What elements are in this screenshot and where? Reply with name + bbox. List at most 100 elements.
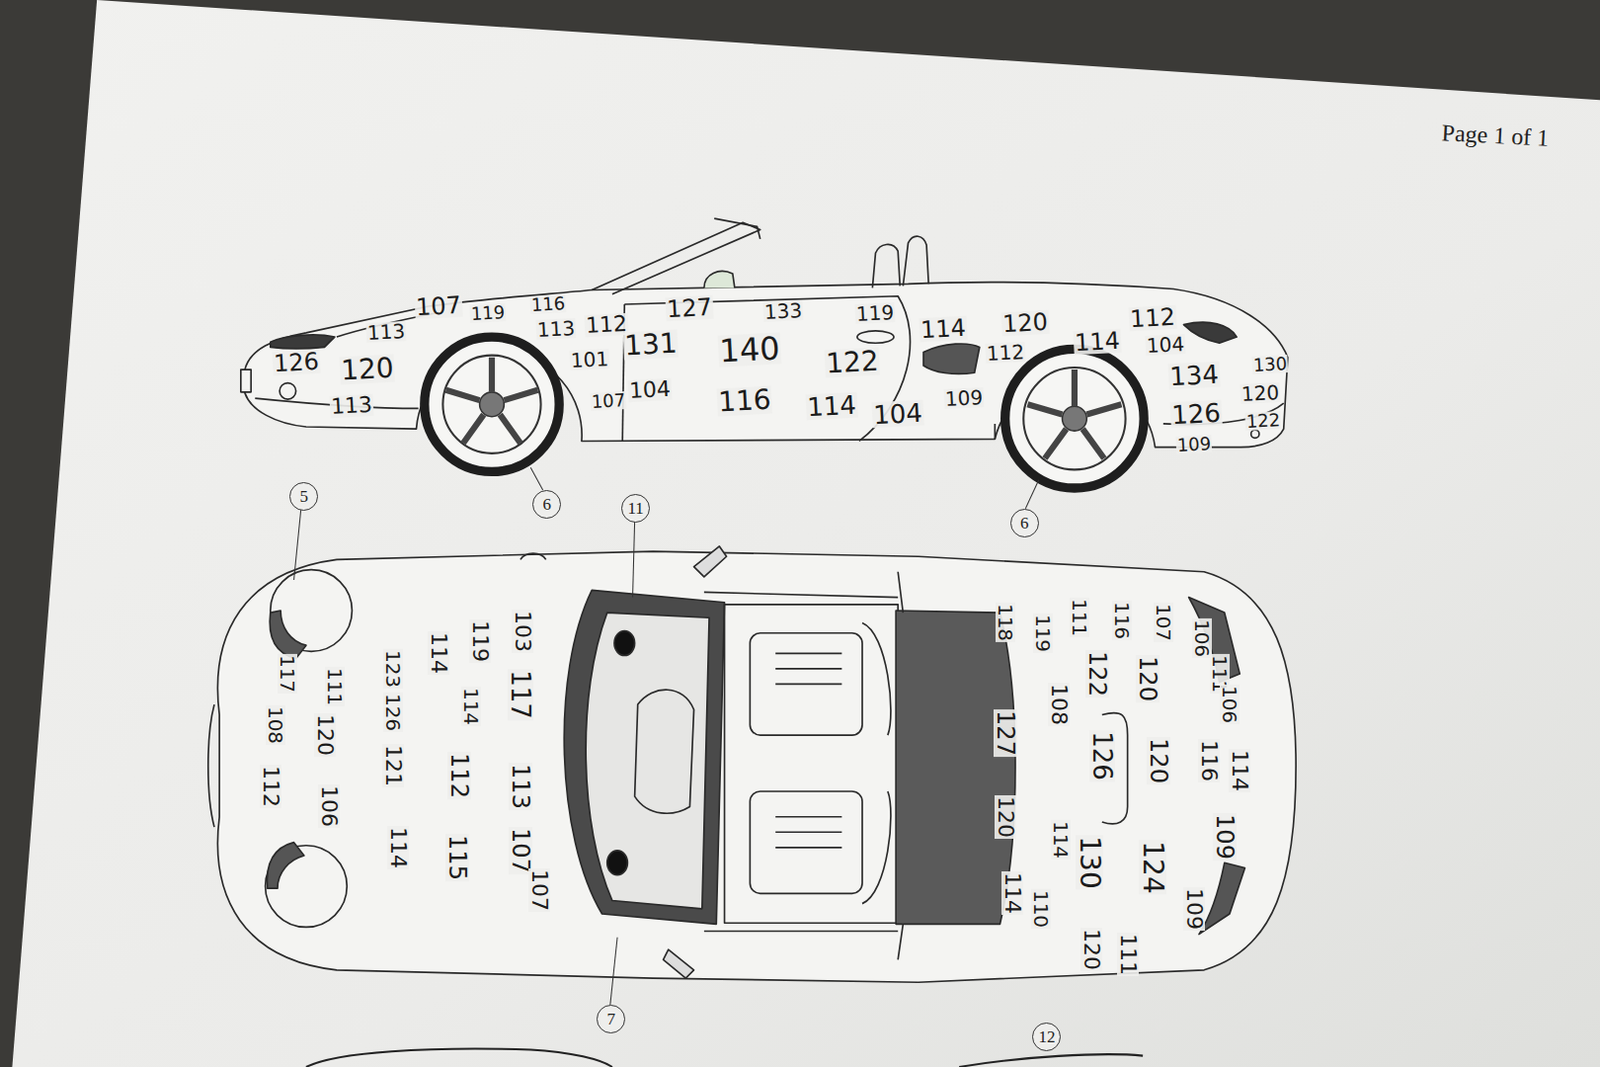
thickness-reading: 123 xyxy=(383,648,403,689)
thickness-reading: 117 xyxy=(277,653,298,694)
callout-circle: 6 xyxy=(1010,508,1040,538)
thickness-reading: 108 xyxy=(1047,682,1070,726)
thickness-reading: 116 xyxy=(1198,738,1220,783)
thickness-reading: 117 xyxy=(507,668,534,720)
thickness-reading: 113 xyxy=(365,320,406,343)
thickness-reading: 114 xyxy=(1072,328,1121,355)
thickness-reading: 116 xyxy=(529,294,566,315)
page-number: Page 1 of 1 xyxy=(1440,121,1551,152)
callout-circle: 5 xyxy=(289,481,319,511)
side-wheels xyxy=(424,336,1144,488)
thickness-reading: 131 xyxy=(623,329,680,361)
thickness-reading: 126 xyxy=(1089,729,1116,782)
thickness-reading: 122 xyxy=(1244,410,1281,431)
thickness-reading: 119 xyxy=(469,303,506,323)
thickness-reading: 126 xyxy=(1169,399,1222,428)
callout-number: 6 xyxy=(542,495,552,513)
thickness-reading: 111 xyxy=(1069,597,1090,638)
next-drawing-edge xyxy=(306,1048,1143,1067)
thickness-reading: 114 xyxy=(805,392,859,421)
thickness-reading: 112 xyxy=(447,752,472,800)
thickness-reading: 120 xyxy=(1146,736,1171,785)
thickness-reading: 126 xyxy=(383,692,403,732)
thickness-reading: 133 xyxy=(763,300,804,322)
thickness-reading: 124 xyxy=(1138,840,1167,895)
thickness-reading: 108 xyxy=(265,705,286,745)
thickness-reading: 120 xyxy=(1135,654,1160,703)
thickness-reading: 107 xyxy=(589,391,627,411)
thickness-reading: 109 xyxy=(944,387,985,409)
thickness-reading: 130 xyxy=(1075,835,1104,890)
thickness-reading: 104 xyxy=(628,378,673,402)
top-view xyxy=(208,546,1296,982)
thickness-reading: 122 xyxy=(823,346,880,378)
thickness-reading: 112 xyxy=(1128,305,1178,331)
thickness-reading: 107 xyxy=(414,293,464,320)
paper-sheet xyxy=(11,0,1600,1067)
thickness-reading: 140 xyxy=(718,332,783,368)
thickness-reading: 104 xyxy=(872,399,925,428)
thickness-reading: 104 xyxy=(1144,333,1186,356)
thickness-reading: 113 xyxy=(508,762,533,810)
thickness-reading: 115 xyxy=(445,833,470,881)
thickness-reading: 120 xyxy=(314,713,336,757)
thickness-reading: 112 xyxy=(583,313,629,337)
thickness-reading: 120 xyxy=(1239,382,1280,404)
callout-number: 6 xyxy=(1020,514,1030,532)
callout-circle: 7 xyxy=(596,1004,626,1034)
thickness-reading: 116 xyxy=(1112,600,1132,640)
thickness-reading: 120 xyxy=(1001,309,1050,335)
thickness-reading: 120 xyxy=(1080,927,1103,971)
thickness-reading: 114 xyxy=(427,631,450,675)
thickness-reading: 113 xyxy=(329,394,375,418)
thickness-reading: 109 xyxy=(1175,434,1212,455)
thickness-reading: 114 xyxy=(1001,871,1024,915)
callout-number: 7 xyxy=(607,1010,617,1028)
thickness-reading: 109 xyxy=(1183,886,1205,931)
thickness-reading: 111 xyxy=(1117,932,1139,976)
callout-number: 5 xyxy=(300,487,310,505)
thickness-reading: 119 xyxy=(469,619,491,663)
thickness-reading: 119 xyxy=(855,302,896,324)
thickness-reading: 101 xyxy=(569,348,611,371)
thickness-reading: 127 xyxy=(993,709,1018,757)
thickness-reading: 106 xyxy=(318,784,340,828)
thickness-reading: 116 xyxy=(717,386,774,417)
thickness-reading: 134 xyxy=(1167,361,1220,391)
thickness-reading: 106 xyxy=(1219,684,1240,724)
thickness-reading: 107 xyxy=(1153,602,1174,642)
thickness-reading: 127 xyxy=(665,295,715,321)
thickness-reading: 110 xyxy=(1031,888,1051,929)
callout-circle: 12 xyxy=(1032,1022,1061,1051)
thickness-reading: 130 xyxy=(1252,354,1289,375)
thickness-reading: 106 xyxy=(1192,618,1212,658)
callout-circle: 11 xyxy=(621,493,650,523)
thickness-reading: 103 xyxy=(511,609,534,653)
thickness-reading: 121 xyxy=(382,743,404,788)
thickness-reading: 114 xyxy=(461,686,481,726)
thickness-reading: 113 xyxy=(535,318,576,340)
thickness-reading: 112 xyxy=(259,764,282,808)
thickness-reading: 118 xyxy=(995,602,1016,642)
callout-number: 11 xyxy=(627,499,643,517)
thickness-reading: 114 xyxy=(918,316,967,342)
thickness-reading: 112 xyxy=(984,341,1026,364)
thickness-reading: 114 xyxy=(1050,818,1071,859)
thickness-reading: 122 xyxy=(1085,649,1110,698)
thickness-reading: 111 xyxy=(324,665,345,706)
thickness-reading: 109 xyxy=(1212,813,1237,862)
thickness-reading: 107 xyxy=(508,826,533,875)
thickness-reading: 114 xyxy=(387,825,409,870)
callout-number: 12 xyxy=(1038,1028,1055,1045)
thickness-reading: 120 xyxy=(994,795,1017,839)
thickness-reading: 120 xyxy=(339,354,397,386)
thickness-reading: 107 xyxy=(528,868,551,912)
leader-lines xyxy=(294,467,1040,1005)
thickness-reading: 126 xyxy=(271,349,320,376)
thickness-reading: 119 xyxy=(1033,613,1053,653)
callout-circle: 6 xyxy=(532,489,561,519)
thickness-reading: 114 xyxy=(1228,748,1251,793)
